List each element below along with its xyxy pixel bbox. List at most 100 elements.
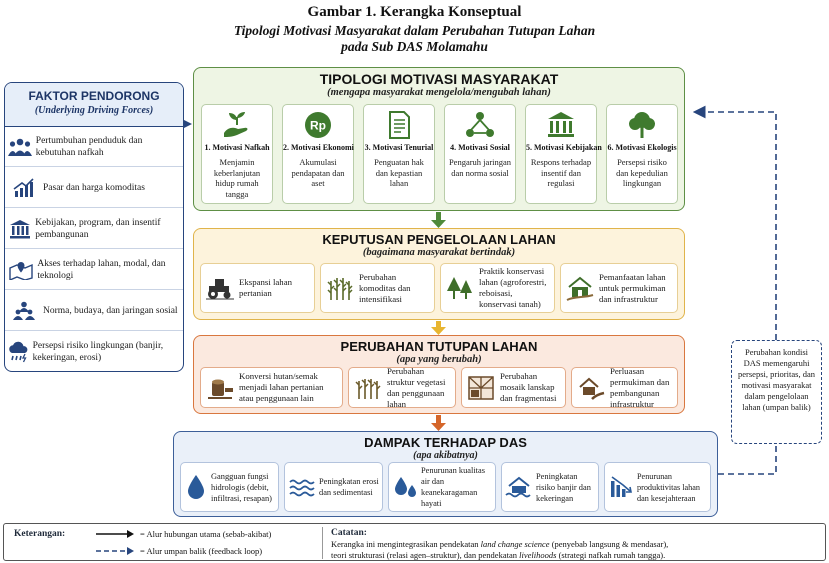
motivation-card: 5. Motivasi Kebijakan Respons terhadap i… — [525, 104, 602, 204]
mosaic-icon — [462, 375, 500, 400]
motivation-desc: Respons terhadap insentif dan regulasi — [530, 157, 592, 188]
subtitle-line-2: pada Sub DAS Molamahu — [341, 39, 488, 54]
land-cover-card: Konversi hutan/semak menjadi lahan perta… — [200, 367, 343, 408]
typology-section: TIPOLOGI MOTIVASI MASYARAKAT (mengapa ma… — [193, 67, 685, 211]
motivation-desc: Pengaruh jaringan dan norma sosial — [448, 157, 512, 178]
driving-force-item: Pasar dan harga komoditas — [5, 168, 183, 208]
motivation-desc: Persepsi risiko dan kepedulian lingkunga… — [616, 157, 668, 188]
land-cover-label: Perubahan struktur vegetasi dan pengguna… — [387, 365, 446, 409]
driving-force-item: Akses terhadap lahan, modal, dan teknolo… — [5, 250, 183, 290]
motivation-label: 3. Motivasi Tenurial — [364, 143, 434, 152]
impact-card: Peningkatan erosi dan sedimentasi — [284, 462, 383, 512]
motivation-desc: Akumulasi pendapatan dan aset — [291, 157, 345, 188]
note-text-part: (strategi nafkah rumah tangga). — [556, 549, 666, 560]
decision-subtitle: (bagaimana masyarakat bertindak) — [362, 247, 516, 258]
network-icon — [445, 108, 515, 142]
map-pin-icon — [5, 260, 37, 280]
impact-label: Penurunan produktivitas lahan dan keseja… — [637, 471, 700, 503]
driving-force-label: Pertumbuhan penduduk dan kebutuhan nafka… — [35, 135, 143, 158]
motivation-card: 1. Motivasi Nafkah Menjamin keberlanjuta… — [201, 104, 273, 204]
land-cover-subtitle: (apa yang berubah) — [396, 354, 482, 365]
decision-label: Praktik konservasi lahan (agroforestri, … — [479, 266, 547, 309]
crop-icon — [349, 376, 387, 400]
decision-title: KEPUTUSAN PENGELOLAAN LAHAN — [322, 232, 556, 247]
impact-section: DAMPAK TERHADAP DAS (apa akibatnya) Gang… — [173, 431, 718, 517]
decision-card: Pemanfaatan lahan untuk permukiman dan i… — [560, 263, 678, 313]
document-icon — [364, 108, 434, 142]
motivation-card: Rp 2. Motivasi Ekonomi Akumulasi pendapa… — [282, 104, 354, 204]
motivation-label: 1. Motivasi Nafkah — [204, 143, 270, 152]
tree-icon — [607, 108, 677, 142]
rupiah-coin-icon: Rp — [283, 108, 353, 142]
note-line-2: teori strukturasi (relasi agen–struktur)… — [331, 550, 823, 561]
note-text: Kerangka ini mengintegrasikan pendekatan… — [331, 539, 823, 560]
drops-icon — [389, 475, 421, 499]
arrow-decision-to-landcover — [431, 321, 446, 335]
note-title: Catatan: — [331, 528, 367, 538]
legend-dashed-text: = Alur umpan balik (feedback loop) — [140, 546, 263, 556]
legend-title: Keterangan: — [14, 529, 66, 539]
driving-force-item: Norma, budaya, dan jaringan sosial — [5, 291, 183, 331]
motivation-desc: Menjamin keberlanjutan hidup rumah tangg… — [213, 157, 261, 199]
impact-card: Penurunan kualitas air dan keanekaragama… — [388, 462, 496, 512]
motivation-card: 3. Motivasi Tenurial Penguatan hak dan k… — [363, 104, 435, 204]
land-cover-card: Perubahan mosaik lanskap dan fragmentasi — [461, 367, 566, 408]
driving-force-label: Akses terhadap lahan, modal, dan teknolo… — [37, 258, 166, 281]
water-drop-icon — [181, 474, 211, 500]
land-cover-label: Perubahan mosaik lanskap dan fragmentasi — [500, 371, 557, 403]
arrow-landcover-to-impact — [431, 415, 446, 431]
declining-chart-icon — [605, 475, 637, 499]
impact-card: Penurunan produktivitas lahan dan keseja… — [604, 462, 711, 512]
tractor-icon — [201, 276, 239, 300]
decision-card: Ekspansi lahan pertanian — [200, 263, 315, 313]
motivation-label: 6. Motivasi Ekologis — [607, 143, 677, 152]
note-text-part: Kerangka ini mengintegrasikan pendekatan — [331, 539, 481, 549]
waves-icon — [285, 477, 319, 497]
land-cover-card: Perubahan struktur vegetasi dan pengguna… — [348, 365, 456, 409]
driving-forces-title: FAKTOR PENDORONG — [28, 89, 160, 103]
land-cover-card: Perluasan permukiman dan pembangunan inf… — [571, 365, 678, 409]
solid-arrow-sample — [96, 530, 134, 538]
driving-force-label: Kebijakan, program, dan insentif pembang… — [35, 217, 161, 240]
impact-subtitle: (apa akibatnya) — [413, 450, 478, 461]
driving-forces-panel: FAKTOR PENDORONG (Underlying Driving For… — [4, 82, 184, 372]
legend-solid-text: = Alur hubungan utama (sebab-akibat) — [140, 529, 272, 539]
land-cover-label: Konversi hutan/semak menjadi lahan perta… — [239, 371, 324, 403]
decision-label: Pemanfaatan lahan untuk permukiman dan i… — [599, 271, 666, 304]
decision-section: KEPUTUSAN PENGELOLAAN LAHAN (bagaimana m… — [193, 228, 685, 320]
impact-label: Peningkatan risiko banjir dan kekeringan — [536, 471, 591, 503]
note-text-italic: livelihoods — [519, 549, 557, 560]
motivation-label: 4. Motivasi Sosial — [450, 143, 510, 152]
dashed-arrow-sample — [96, 547, 134, 555]
impact-label: Peningkatan erosi dan sedimentasi — [319, 477, 379, 497]
decision-label: Perubahan komoditas dan intensifikasi — [359, 271, 411, 304]
hand-sprout-icon — [202, 108, 272, 142]
storm-cloud-icon — [5, 341, 33, 363]
driving-forces-header: FAKTOR PENDORONG (Underlying Driving For… — [5, 83, 183, 127]
driving-force-label: Pasar dan harga komoditas — [43, 182, 145, 193]
crop-icon — [321, 275, 359, 301]
typology-subtitle: (mengapa masyarakat mengelola/mengubah l… — [327, 87, 551, 98]
typology-title: TIPOLOGI MOTIVASI MASYARAKAT — [319, 71, 559, 87]
decision-card: Praktik konservasi lahan (agroforestri, … — [440, 263, 555, 313]
motivation-desc: Penguatan hak dan kepastian lahan — [374, 157, 424, 188]
motivation-card: 4. Motivasi Sosial Pengaruh jaringan dan… — [444, 104, 516, 204]
land-cover-label: Perluasan permukiman dan pembangunan inf… — [610, 365, 670, 409]
decision-card: Perubahan komoditas dan intensifikasi — [320, 263, 435, 313]
driving-force-label: Norma, budaya, dan jaringan sosial — [43, 305, 178, 316]
government-building-icon — [526, 108, 596, 142]
rupiah-symbol: Rp — [310, 119, 326, 133]
trees-icon — [441, 275, 479, 301]
stump-icon — [201, 376, 239, 400]
impact-title: DAMPAK TERHADAP DAS — [364, 435, 527, 450]
house-road-icon — [572, 376, 610, 400]
motivation-card: 6. Motivasi Ekologis Persepsi risiko dan… — [606, 104, 678, 204]
flood-house-icon — [502, 475, 536, 499]
land-cover-title: PERUBAHAN TUTUPAN LAHAN — [340, 339, 538, 354]
rising-chart-icon — [5, 177, 43, 198]
land-cover-section: PERUBAHAN TUTUPAN LAHAN (apa yang beruba… — [193, 335, 685, 414]
arrow-typology-to-decision — [431, 212, 446, 228]
note-text-part: (penyebab langsung & mendasar), — [549, 539, 669, 549]
decision-label: Ekspansi lahan pertanian — [239, 277, 293, 298]
